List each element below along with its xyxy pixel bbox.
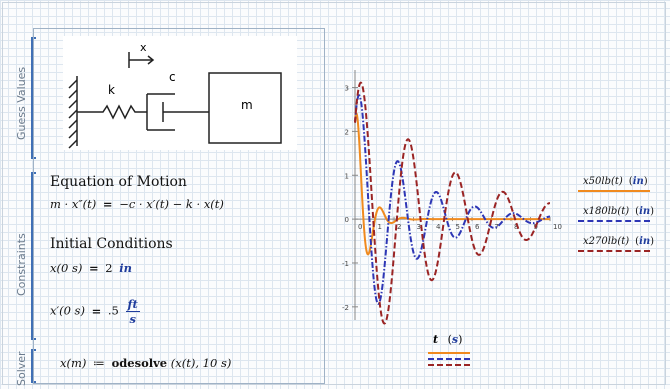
- initial-conditions-title: Initial Conditions: [50, 236, 173, 252]
- ic2-unit-den: s: [129, 312, 136, 326]
- ic2-unit-fraction: ft s: [125, 297, 140, 326]
- legend-line-1: [578, 220, 650, 222]
- equation-of-motion[interactable]: m · x″(t) = −c · x′(t) − k · x(t): [50, 197, 224, 211]
- equation-of-motion-title: Equation of Motion: [50, 174, 187, 190]
- bold-equals: =: [102, 197, 113, 211]
- solve-block-region: [33, 28, 325, 384]
- spring-mass-damper-diagram[interactable]: x k c m: [63, 36, 297, 150]
- define-operator: ≔: [93, 356, 105, 370]
- solver-function: odesolve: [111, 356, 168, 370]
- damper-c-label: c: [169, 70, 176, 84]
- ic2-unit-num: ft: [125, 297, 140, 312]
- ic2-lhs: x′(0 s): [50, 303, 85, 318]
- x-axis-label: x: [140, 41, 147, 54]
- solver-args: (x(t), 10 s): [170, 356, 232, 370]
- legend-entry-2: x270lb(t)(in): [583, 236, 655, 247]
- initial-condition-2[interactable]: x′(0 s) = .5 ft s: [50, 297, 140, 326]
- ic1-lhs: x(0 s): [50, 261, 83, 275]
- legend-entry-0: x50lb(t)(in): [583, 176, 648, 187]
- guess-values-label: Guess Values: [15, 66, 28, 140]
- legend-line-0: [578, 190, 650, 192]
- ic1-value: 2: [105, 261, 113, 275]
- spring-k-label: k: [108, 83, 115, 97]
- ic2-value: .5: [107, 303, 119, 318]
- ic1-unit: in: [119, 261, 133, 275]
- worksheet-frame: [2, 2, 666, 385]
- x-axis-title: t (s): [433, 333, 463, 346]
- bold-equals: =: [89, 261, 99, 275]
- initial-condition-1[interactable]: x(0 s) = 2 in: [50, 261, 132, 275]
- motion-lhs: m · x″(t): [50, 197, 97, 211]
- mass-m-label: m: [241, 98, 253, 112]
- solver-lhs: x(m): [60, 356, 87, 370]
- legend-entry-1: x180lb(t)(in): [583, 206, 655, 217]
- solver-expression[interactable]: x(m) ≔ odesolve (x(t), 10 s): [60, 356, 231, 370]
- bold-equals: =: [91, 303, 102, 318]
- legend-line-2: [578, 250, 650, 252]
- solver-label: Solver: [15, 351, 28, 386]
- motion-rhs: −c · x′(t) − k · x(t): [119, 197, 224, 211]
- constraints-label: Constraints: [15, 233, 28, 296]
